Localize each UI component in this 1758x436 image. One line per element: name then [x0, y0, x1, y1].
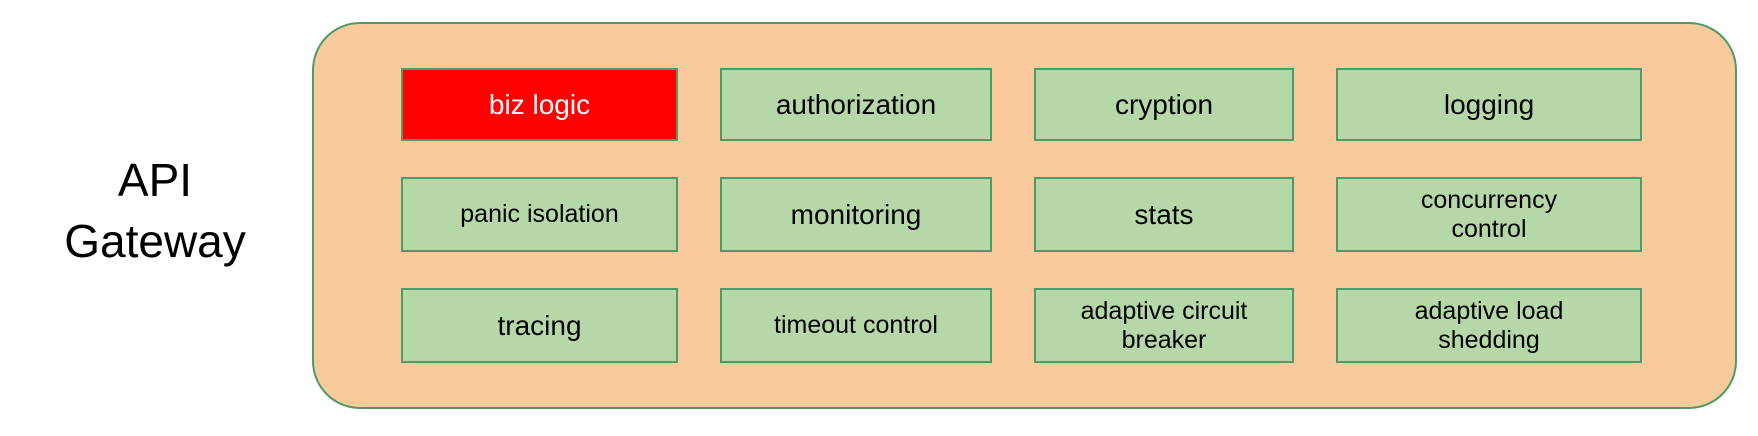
component-box-authorization: authorization — [720, 68, 992, 141]
component-box-panic-isolation: panic isolation — [401, 177, 678, 252]
component-label: biz logic — [488, 88, 591, 120]
component-label: monitoring — [790, 198, 922, 230]
component-label: authorization — [775, 88, 937, 120]
component-label: stats — [1134, 198, 1194, 230]
component-box-adaptive-circuit-breaker: adaptive circuit breaker — [1034, 288, 1294, 363]
component-label: adaptive load shedding — [1414, 296, 1564, 354]
component-grid: biz logic authorization cryption logging… — [314, 24, 1735, 407]
component-label: cryption — [1114, 88, 1214, 120]
component-box-monitoring: monitoring — [720, 177, 992, 252]
component-box-concurrency-control: concurrency control — [1336, 177, 1642, 252]
component-label: panic isolation — [460, 200, 619, 228]
component-box-timeout-control: timeout control — [720, 288, 992, 363]
api-gateway-container: biz logic authorization cryption logging… — [312, 22, 1737, 409]
api-gateway-label: API Gateway — [64, 154, 246, 267]
component-label: timeout control — [774, 311, 938, 339]
component-box-tracing: tracing — [401, 288, 678, 363]
component-box-logging: logging — [1336, 68, 1642, 141]
component-box-stats: stats — [1034, 177, 1294, 252]
component-label: adaptive circuit breaker — [1080, 296, 1248, 354]
component-box-biz-logic: biz logic — [401, 68, 678, 141]
component-label: concurrency control — [1420, 185, 1558, 243]
component-box-adaptive-load-shedding: adaptive load shedding — [1336, 288, 1642, 363]
component-box-cryption: cryption — [1034, 68, 1294, 141]
component-label: logging — [1443, 88, 1535, 120]
component-label: tracing — [497, 309, 582, 341]
